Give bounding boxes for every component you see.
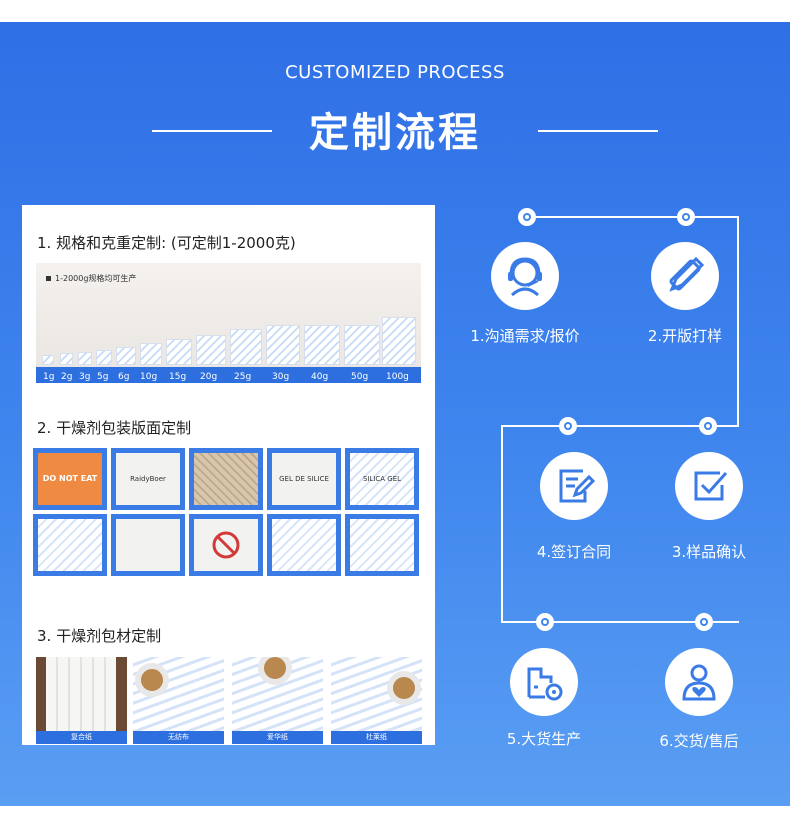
process-banner: CUSTOMIZED PROCESS 定制流程 1. 规格和克重定制: (可定制…: [0, 22, 790, 806]
material-sample: 复合纸: [36, 657, 127, 744]
step-1-label: 1.沟通需求/报价: [470, 327, 580, 345]
size-label: 2g: [61, 372, 73, 382]
pack-sample: GEL DE SILICE: [267, 448, 341, 510]
flow-node: [559, 417, 577, 435]
pack-sample: [267, 514, 341, 576]
size-label: 30g: [272, 372, 290, 382]
title-divider-right: [538, 130, 658, 132]
material-sample: 无纺布: [133, 657, 224, 744]
step-3-label: 3.样品确认: [671, 543, 747, 561]
pack-sample: DO NOT EAT: [33, 448, 107, 510]
size-label: 5g: [97, 372, 109, 382]
flow-node: [536, 613, 554, 631]
pack-sample: [189, 514, 263, 576]
packet-40g: [304, 325, 340, 365]
title-divider-left: [152, 130, 272, 132]
size-label: 6g: [118, 372, 130, 382]
packet-2g: [60, 353, 73, 365]
size-label: 3g: [79, 372, 91, 382]
packet-6g: [116, 347, 136, 365]
size-label: 50g: [351, 372, 369, 382]
flow-line: [501, 425, 739, 427]
size-label: 10g: [140, 372, 158, 382]
step-2-circle: [651, 242, 719, 310]
no-eat-icon: [212, 531, 240, 559]
pack-sample: [111, 514, 185, 576]
section-title-sizes: 1. 规格和克重定制: (可定制1-2000克): [37, 234, 296, 252]
step-4-label: 4.签订合同: [536, 543, 612, 561]
step-1-circle: [491, 242, 559, 310]
step-6-circle: [665, 648, 733, 716]
size-label: 25g: [234, 372, 252, 382]
size-label: 20g: [200, 372, 218, 382]
flow-line: [501, 621, 739, 623]
factory-gear-icon: [527, 667, 563, 701]
flow-node: [695, 613, 713, 631]
pack-sample: RaidyBoer: [111, 448, 185, 510]
size-label: 15g: [169, 372, 187, 382]
pack-sample: SILICA GEL: [345, 448, 419, 510]
step-5-circle: [510, 648, 578, 716]
flow-node: [699, 417, 717, 435]
packet-30g: [266, 325, 300, 365]
material-label: 无纺布: [133, 731, 224, 744]
user-heart-icon: [682, 664, 716, 701]
customer-service-icon: [508, 257, 542, 297]
step-3-circle: [675, 452, 743, 520]
customization-card: 1. 规格和克重定制: (可定制1-2000克) 1-2000g规格均可生产 1…: [22, 205, 435, 745]
contract-icon: [559, 469, 596, 503]
sizes-label-bar: 1g 2g 3g 5g 6g 10g 15g 20g 25g 30g 40g 5…: [36, 367, 421, 383]
subtitle: CUSTOMIZED PROCESS: [285, 62, 505, 83]
material-label: 复合纸: [36, 731, 127, 744]
packet-15g: [166, 339, 192, 365]
packet-100g: [382, 317, 416, 365]
size-label: 40g: [311, 372, 329, 382]
material-label: 爱华纸: [232, 731, 323, 744]
flow-line: [737, 216, 739, 426]
material-label: 杜莱纸: [331, 731, 422, 744]
sizes-image: 1-2000g规格均可生产 1g 2g 3g 5g 6g 10g 15g: [36, 263, 421, 383]
packet-25g: [230, 329, 262, 365]
material-sample: 杜莱纸: [331, 657, 422, 744]
packet-20g: [196, 335, 226, 365]
flow-node: [518, 208, 536, 226]
step-2-label: 2.开版打样: [647, 327, 723, 345]
pack-sample: [189, 448, 263, 510]
step-4-circle: [540, 452, 608, 520]
checkbox-icon: [694, 471, 728, 501]
packet-3g: [78, 352, 92, 365]
size-label: 1g: [43, 372, 55, 382]
design-tools-icon: [669, 256, 705, 292]
packet-10g: [140, 343, 162, 365]
flow-line: [527, 216, 738, 218]
packet-50g: [344, 325, 380, 365]
flow-line: [501, 425, 503, 622]
section-title-packaging: 2. 干燥剂包装版面定制: [37, 419, 192, 437]
sizes-note: 1-2000g规格均可生产: [46, 273, 136, 284]
packet-1g: [42, 355, 54, 365]
material-sample: 爱华纸: [232, 657, 323, 744]
flow-node: [677, 208, 695, 226]
page-title: 定制流程: [309, 110, 481, 156]
step-6-label: 6.交货/售后: [659, 732, 739, 750]
pack-sample: [33, 514, 107, 576]
step-5-label: 5.大货生产: [506, 730, 582, 748]
packet-5g: [96, 350, 112, 365]
section-title-materials: 3. 干燥剂包材定制: [37, 627, 162, 645]
pack-sample: [345, 514, 419, 576]
size-label: 100g: [386, 372, 409, 382]
